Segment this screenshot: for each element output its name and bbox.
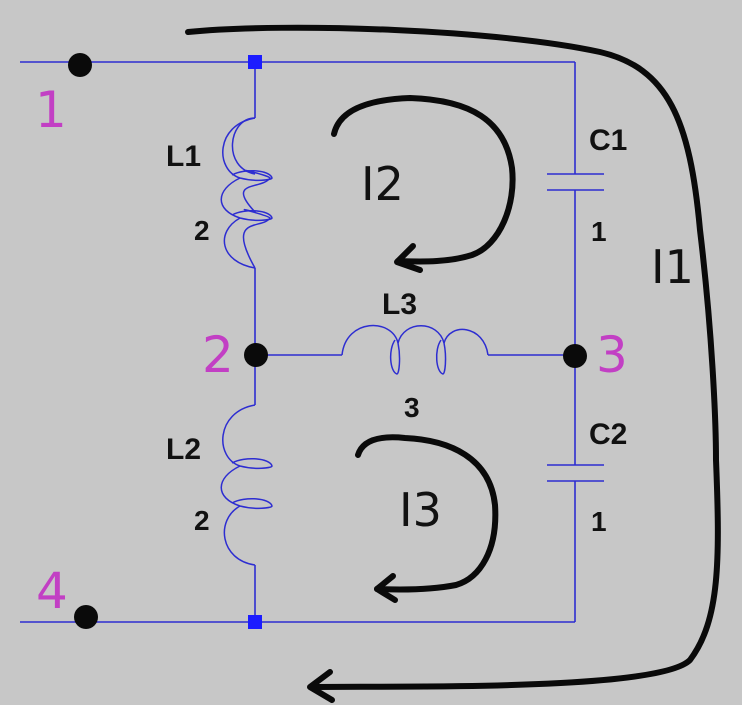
inductor-l2-symbol [220, 404, 273, 566]
node-4-dot[interactable] [74, 605, 98, 629]
loop-i2-arrow [331, 95, 516, 273]
node-2-dot[interactable] [244, 343, 268, 367]
node-1-label: 1 [35, 81, 67, 139]
loop-i1-arrow [185, 24, 721, 703]
c2-value: 1 [591, 506, 607, 537]
l2-value: 2 [194, 505, 210, 536]
node-2-label: 2 [202, 326, 234, 384]
l2-label: L2 [166, 433, 201, 466]
l1-coil-loop-2 [220, 177, 273, 222]
loop-i3-label: I3 [399, 483, 442, 537]
loop-i2-path [331, 95, 516, 265]
node-1-dot[interactable] [68, 53, 92, 77]
loop-i3-path [355, 434, 499, 593]
junction-bottom [248, 615, 262, 629]
node-4-label: 4 [36, 562, 68, 620]
loop-i2-label: I2 [361, 157, 404, 211]
node-3-dot[interactable] [563, 344, 587, 368]
l3-coil-loop-1 [341, 324, 401, 375]
l2-coil-loop-3 [223, 505, 256, 566]
loop-i3-arrowhead [374, 573, 398, 603]
junction-top [248, 55, 262, 69]
loop-i2-arrowhead [394, 243, 423, 273]
l1-label: L1 [166, 140, 201, 173]
l1-coil-loop-3 [223, 217, 256, 269]
c1-label: C1 [589, 124, 627, 157]
l2-coil-loop-1 [222, 404, 273, 470]
capacitor-c1-symbol [547, 173, 604, 191]
inductor-l3-symbol [341, 324, 489, 375]
l3-value: 3 [404, 392, 420, 423]
l1-coil [231, 117, 271, 269]
wires [20, 61, 576, 623]
l3-label: L3 [382, 288, 417, 321]
loop-i3-arrow [355, 434, 499, 603]
loop-i1-arrowhead [307, 669, 335, 703]
c2-label: C2 [589, 418, 627, 451]
loop-i1-path [185, 24, 721, 690]
l1-coil-loop-1 [222, 117, 273, 182]
c1-value: 1 [591, 216, 607, 247]
node-3-label: 3 [596, 326, 628, 384]
capacitor-c2-symbol [547, 464, 604, 482]
l1-value: 2 [194, 215, 210, 246]
l2-coil-loop-2 [220, 465, 273, 510]
l3-coil-loop-2 [397, 325, 447, 375]
inductor-l1-symbol [220, 117, 273, 269]
loop-i1-label: I1 [651, 240, 694, 294]
l3-coil-loop-3 [443, 328, 489, 356]
